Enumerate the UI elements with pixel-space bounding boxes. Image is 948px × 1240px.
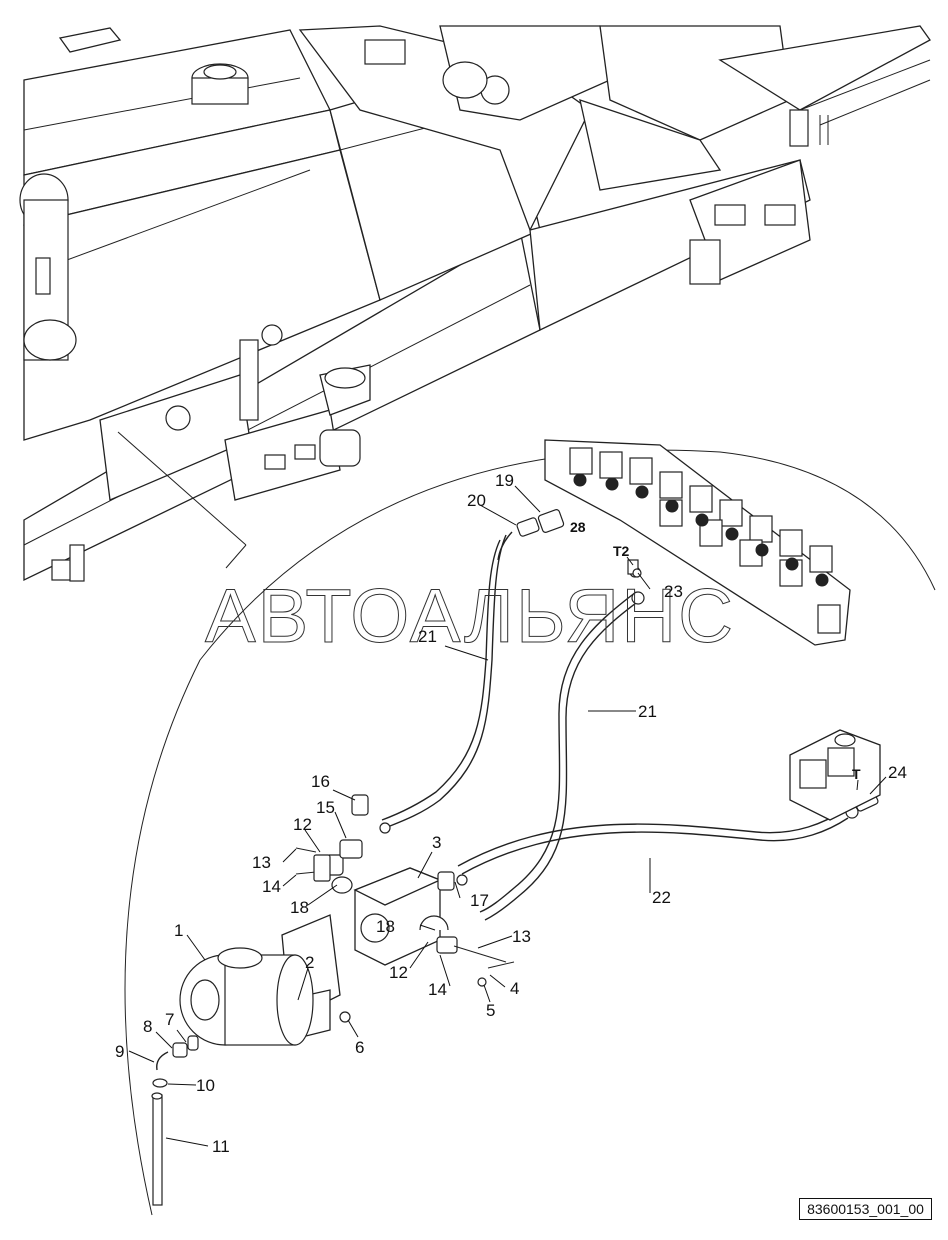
callout-19: 19 (495, 471, 514, 490)
valve-manifold (544, 439, 851, 646)
hose-22 (457, 809, 849, 875)
port-label-28: 28 (570, 519, 586, 535)
callout-14b: 14 (428, 980, 447, 999)
callout-12b: 12 (389, 963, 408, 982)
callout-8: 8 (143, 1017, 152, 1036)
document-id: 83600153_001_00 (799, 1198, 932, 1220)
port-label-t2: T2 (613, 543, 630, 559)
callout-15: 15 (316, 798, 335, 817)
callout-6: 6 (355, 1038, 364, 1057)
directional-valve (789, 729, 881, 821)
callout-21a: 21 (418, 627, 437, 646)
callout-2: 2 (305, 953, 314, 972)
fitting-19-20 (497, 509, 565, 561)
machine-frame (19, 25, 931, 582)
hose-21-left (381, 534, 507, 829)
detail-view-arc (124, 449, 936, 1216)
leader-lines (128, 485, 887, 1147)
callout-16: 16 (311, 772, 330, 791)
callout-7: 7 (165, 1010, 174, 1029)
callout-20: 20 (467, 491, 486, 510)
callout-1: 1 (174, 921, 183, 940)
callout-13a: 13 (252, 853, 271, 872)
callout-3: 3 (432, 833, 441, 852)
callout-18b: 18 (376, 917, 395, 936)
watermark: АВТОАЛЬЯНС (205, 574, 735, 659)
callout-12a: 12 (293, 815, 312, 834)
callout-22: 22 (652, 888, 671, 907)
callout-4: 4 (510, 979, 519, 998)
callout-9: 9 (115, 1042, 124, 1061)
pump-assembly (151, 568, 642, 1206)
callout-21b: 21 (638, 702, 657, 721)
callout-labels: 1 2 3 4 5 6 7 8 9 10 11 12 12 13 13 14 1… (115, 471, 907, 1156)
callout-5: 5 (486, 1001, 495, 1020)
callout-11: 11 (212, 1137, 230, 1156)
port-label-t: T (852, 766, 861, 782)
callout-23: 23 (664, 582, 683, 601)
callout-24: 24 (888, 763, 907, 782)
callout-10: 10 (196, 1076, 215, 1095)
callout-13b: 13 (512, 927, 531, 946)
hose-21-right (479, 591, 645, 921)
callout-17: 17 (470, 891, 489, 910)
callout-14a: 14 (262, 877, 281, 896)
callout-18a: 18 (290, 898, 309, 917)
